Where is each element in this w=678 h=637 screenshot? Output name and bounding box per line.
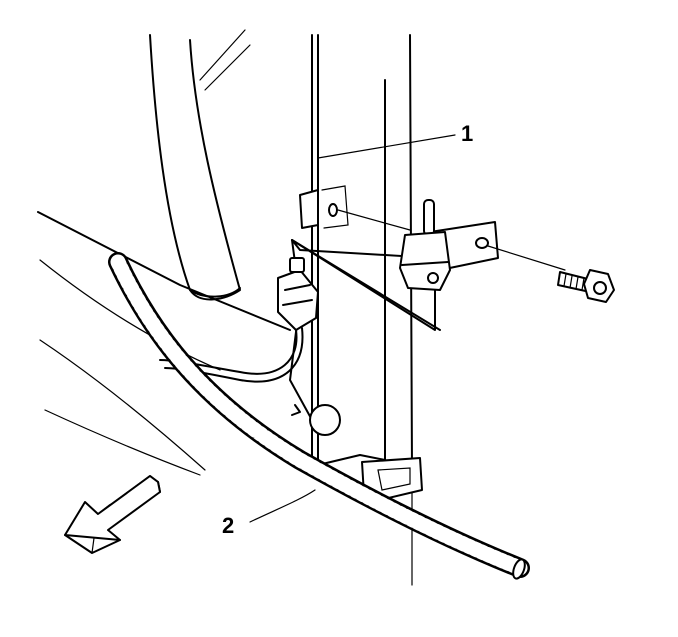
door-sensor-bracket-part	[299, 185, 566, 291]
floor-sill	[37, 211, 291, 476]
body-pillar	[311, 34, 423, 586]
door-trim-panel	[149, 29, 251, 301]
wiring-harness-conduit-part	[108, 252, 530, 580]
callout-2-label: 2	[222, 513, 234, 538]
bolt-icon	[557, 269, 615, 303]
leader-lines	[249, 134, 456, 523]
callout-1-label: 1	[461, 121, 473, 146]
front-direction-arrow-icon	[64, 475, 161, 554]
